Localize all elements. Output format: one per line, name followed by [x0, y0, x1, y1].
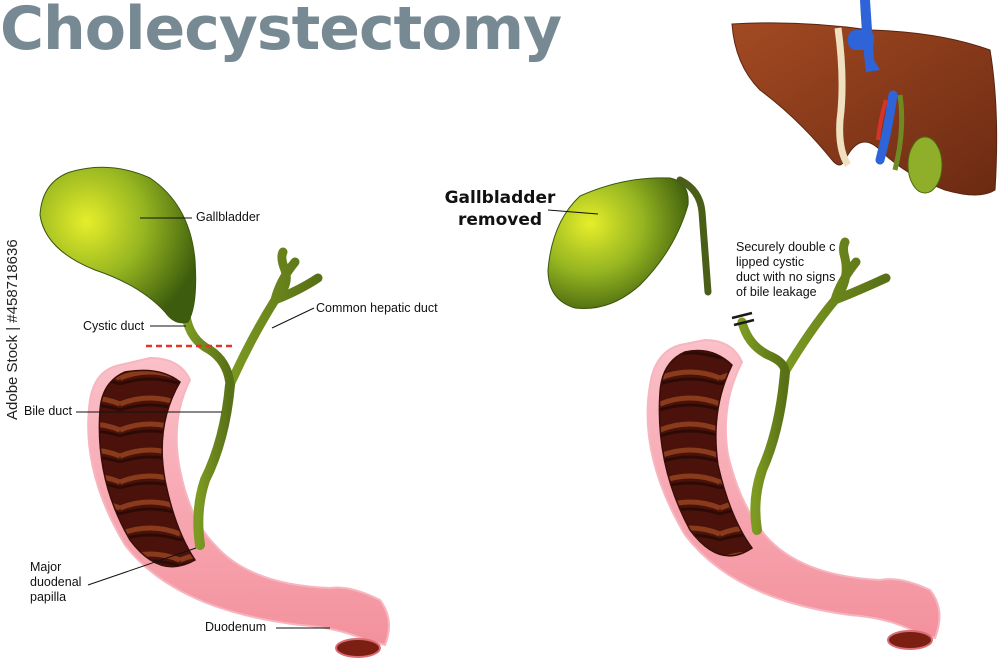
label-clip-1: Securely double c [736, 240, 836, 254]
label-removed-2: removed [457, 210, 543, 230]
label-papilla-3: papilla [30, 590, 67, 604]
hepatic-artery [876, 99, 888, 141]
clip-1 [731, 311, 753, 320]
liver-gallbladder [907, 136, 943, 194]
liver-fissure [834, 27, 852, 167]
label-bile-duct: Bile duct [24, 404, 72, 418]
cystic-duct-left [181, 311, 235, 390]
duodenum-opening-left [335, 638, 381, 658]
hepatic-duct-left [225, 247, 323, 390]
portal-vein [875, 90, 898, 165]
clip-2 [733, 318, 755, 327]
leader-hepatic [271, 307, 315, 329]
label-clip-4: of bile leakage [736, 285, 817, 299]
label-papilla-2: duodenal [30, 575, 82, 589]
duodenum-right [646, 338, 941, 640]
duodenum-lumen-left [98, 369, 197, 568]
bile-duct-right [750, 367, 790, 535]
cystic-stump [737, 317, 790, 377]
portal-vein-stub [848, 30, 874, 50]
label-clip-2: lipped cystic [736, 255, 805, 269]
gallbladder-left [39, 166, 197, 324]
label-cystic-duct: Cystic duct [83, 319, 145, 333]
leader-removed [547, 209, 599, 215]
label-duodenum: Duodenum [205, 620, 267, 634]
label-common-hepatic-duct: Common hepatic duct [316, 301, 438, 315]
label-papilla-1: Major [30, 560, 62, 574]
liver-illustration [731, 0, 998, 196]
watermark: Adobe Stock | #458718636 [4, 239, 21, 420]
gallbladder-removed [547, 177, 689, 310]
right-diagram [547, 176, 941, 650]
label-gallbladder: Gallbladder [196, 210, 260, 224]
liver-bile-duct [892, 94, 905, 171]
label-clip-3: duct with no signs [736, 270, 836, 284]
duodenum-lumen-right [658, 349, 754, 557]
leader-papilla [87, 547, 197, 586]
page-title: Cholecystectomy [0, 0, 562, 64]
left-diagram [39, 166, 390, 658]
bile-duct-left [193, 380, 235, 550]
label-removed-1: Gallbladder [444, 188, 556, 208]
duodenum-opening-right [887, 630, 933, 650]
cystic-duct-removed [676, 176, 712, 296]
hepatic-duct-right [780, 237, 891, 377]
